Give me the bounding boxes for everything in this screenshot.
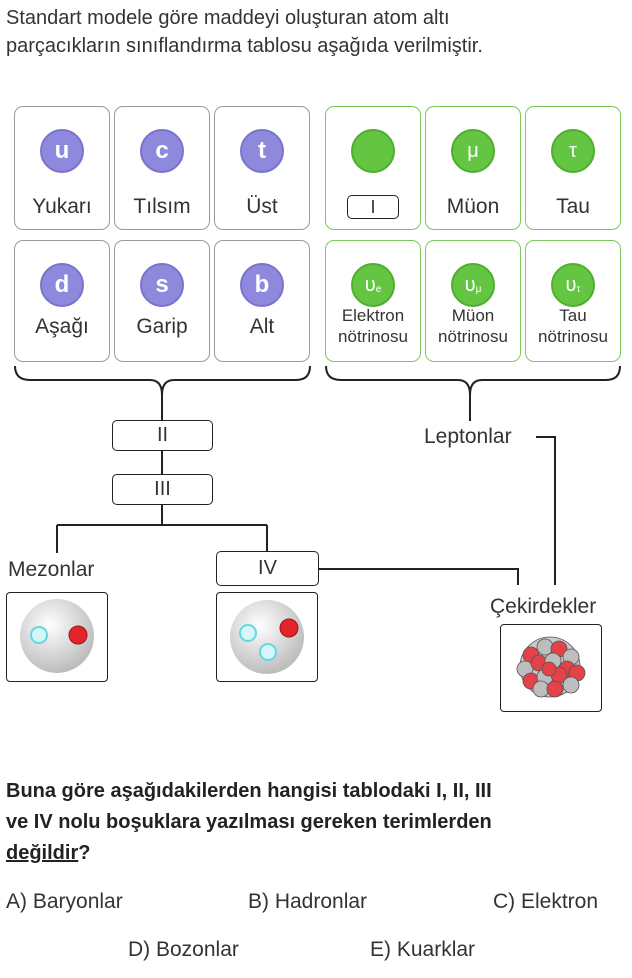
quark-symbol-u: u (40, 129, 84, 173)
cekirdekler-label: Çekirdekler (490, 595, 597, 618)
option-b[interactable]: B) Hadronlar (248, 890, 368, 913)
lepton-card-tau: τ Tau (525, 106, 621, 230)
option-e[interactable]: E) Kuarklar (370, 938, 476, 961)
meson-image (6, 592, 108, 682)
option-d[interactable]: D) Bozonlar (128, 938, 239, 961)
quark-brace (14, 365, 311, 396)
question-text: Buna göre aşağıdakilerden hangisi tablod… (6, 776, 626, 869)
intro-line-1: Standart modele göre maddeyi oluşturan a… (6, 7, 450, 29)
lepton-card-muon: μ Müon (425, 106, 521, 230)
mezonlar-label: Mezonlar (8, 558, 95, 581)
option-c[interactable]: C) Elektron (493, 890, 599, 913)
blank-box-III: III (112, 474, 213, 505)
quark-card-charm: c Tılsım (114, 106, 210, 230)
nucleus-illustration (516, 636, 586, 698)
quark-name: Yukarı (32, 195, 92, 218)
nucleus-image (500, 624, 602, 712)
quark-name: Tılsım (133, 195, 191, 218)
quark-card-bottom: b Alt (214, 240, 310, 362)
lepton-name: Tau (556, 195, 590, 218)
quark-name: Garip (136, 315, 188, 338)
quark-name: Aşağı (35, 315, 89, 338)
lepton-name: Müon (446, 195, 500, 218)
quark-card-down: d Aşağı (14, 240, 110, 362)
quark-name: Alt (249, 315, 275, 338)
baryon-image (216, 592, 318, 682)
quark-symbol-c: c (140, 129, 184, 173)
question-mark: ? (78, 842, 91, 864)
blank-box-II: II (112, 420, 213, 451)
quark-card-top: t Üst (214, 106, 310, 230)
quark-card-up: u Yukarı (14, 106, 110, 230)
quark-symbol-t: t (240, 129, 284, 173)
question-line-3: değildir? (6, 838, 626, 869)
blank-box-IV: IV (216, 551, 319, 586)
question-line-2: ve IV nolu boşuklara yazılması gereken t… (6, 811, 492, 833)
lepton-symbol-electron (351, 129, 395, 173)
option-a[interactable]: A) Baryonlar (6, 890, 123, 913)
quark-card-strange: s Garip (114, 240, 210, 362)
meson-illustration (20, 599, 94, 673)
intro-line-2: parçacıkların sınıflandırma tablosu aşağ… (6, 35, 483, 57)
line-IV-to-cekirdekler (319, 568, 519, 585)
question-line-1: Buna göre aşağıdakilerden hangisi tablod… (6, 780, 492, 802)
leptonlar-label: Leptonlar (424, 425, 512, 448)
line-leptonlar-to-cekirdekler (536, 436, 556, 585)
quark-name: Üst (246, 195, 278, 218)
blank-box-I: I (347, 195, 399, 219)
quark-symbol-b: b (240, 263, 284, 307)
lepton-symbol-mu: μ (451, 129, 495, 173)
quark-symbol-d: d (40, 263, 84, 307)
baryon-illustration (230, 600, 304, 674)
lepton-symbol-tau: τ (551, 129, 595, 173)
lepton-card-electron: I (325, 106, 421, 230)
intro-text: Standart modele göre maddeyi oluşturan a… (6, 4, 626, 60)
lepton-brace (325, 365, 621, 396)
underlined-word: değildir (6, 842, 79, 864)
quark-symbol-s: s (140, 263, 184, 307)
